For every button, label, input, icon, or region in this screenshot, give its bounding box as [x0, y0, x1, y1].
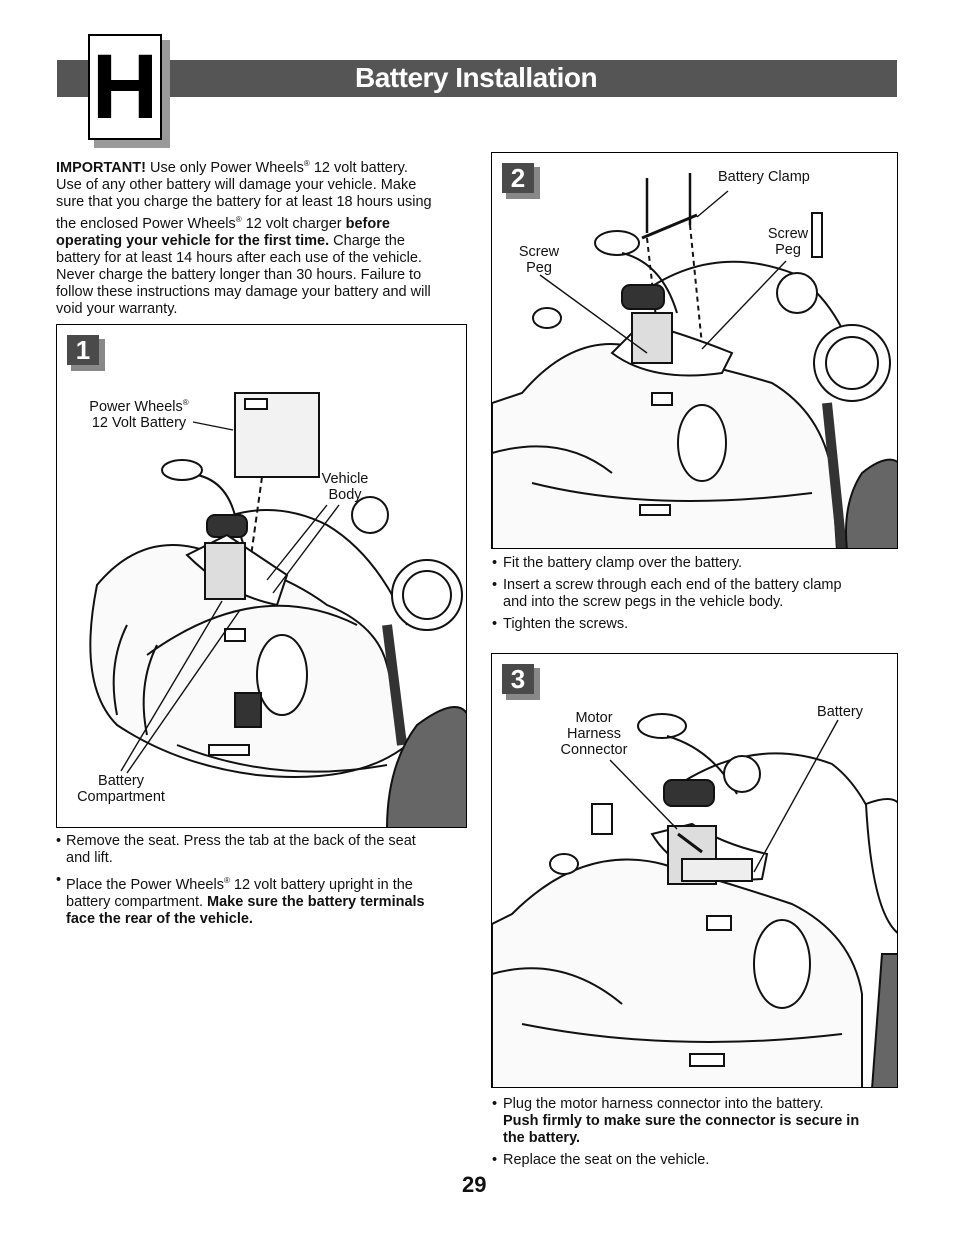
step2-bullet-3: • Tighten the screws.	[492, 616, 629, 632]
label-battery: Battery	[817, 704, 863, 720]
leader-compartment-1	[120, 600, 223, 772]
step1-bullet-1: • Remove the seat. Press the tab at the …	[56, 833, 416, 866]
page-number: 29	[462, 1172, 487, 1197]
title-bar	[57, 60, 897, 97]
step2-bullet-2: • Insert a screw through each end of the…	[492, 577, 842, 610]
label-power-wheels-battery: Power Wheels® 12 Volt Battery	[89, 398, 189, 431]
step3-bullet-2: • Replace the seat on the vehicle.	[492, 1152, 710, 1168]
battery-clamp-drawing	[641, 213, 698, 240]
step1-illustration-panel: 1 Power Wheels® 12 Volt Battery Vehicle …	[56, 324, 467, 828]
step1-instructions: • Remove the seat. Press the tab at the …	[56, 833, 468, 928]
step1-badge: 1	[67, 335, 99, 365]
step3-bullet-1: • Plug the motor harness connector into …	[492, 1096, 860, 1146]
step3-badge: 3	[502, 664, 534, 694]
label-battery-clamp: Battery Clamp	[718, 169, 810, 185]
step2-illustration-panel: 2 Battery Clamp Screw Peg Screw Peg	[491, 152, 898, 549]
step3-vehicle-illustration	[492, 713, 897, 1087]
battery-drawing	[234, 392, 320, 478]
step2-instructions: • Fit the battery clamp over the battery…	[492, 555, 898, 633]
label-battery-compartment: Battery Compartment	[77, 773, 165, 805]
step1-bullet-2: • Place the Power Wheels® 12 volt batter…	[56, 872, 425, 927]
intro-paragraph: IMPORTANT! Use only Power Wheels® 12 vol…	[56, 159, 432, 317]
step2-badge: 2	[502, 163, 534, 193]
page-title: Battery Installation	[355, 62, 598, 93]
label-vehicle-body: Vehicle Body	[321, 471, 369, 503]
step1-vehicle-illustration	[89, 392, 466, 827]
step2-bullet-1: • Fit the battery clamp over the battery…	[492, 555, 743, 571]
label-screw-peg-left: Screw Peg	[518, 244, 560, 276]
leader-clamp	[696, 190, 729, 218]
leader-motor-connector	[609, 759, 678, 830]
battery-drawing	[681, 858, 753, 882]
important-lead: IMPORTANT!	[56, 159, 146, 176]
section-tab	[88, 34, 162, 140]
leader-battery	[192, 421, 234, 431]
leader-body-1	[266, 504, 328, 581]
section-letter: H	[91, 36, 159, 138]
step2-vehicle-illustration	[492, 173, 897, 548]
step3-illustration-panel: 3 Motor Harness Connector Battery	[491, 653, 898, 1088]
leader-battery	[753, 719, 839, 873]
leader-peg-right	[701, 260, 787, 350]
label-motor-harness-connector: Motor Harness Connector	[560, 710, 628, 758]
step3-instructions: • Plug the motor harness connector into …	[492, 1096, 898, 1169]
leader-body-2	[272, 504, 340, 594]
label-screw-peg-right: Screw Peg	[767, 226, 809, 258]
leader-peg-left	[539, 274, 648, 354]
leader-compartment-2	[126, 609, 241, 774]
